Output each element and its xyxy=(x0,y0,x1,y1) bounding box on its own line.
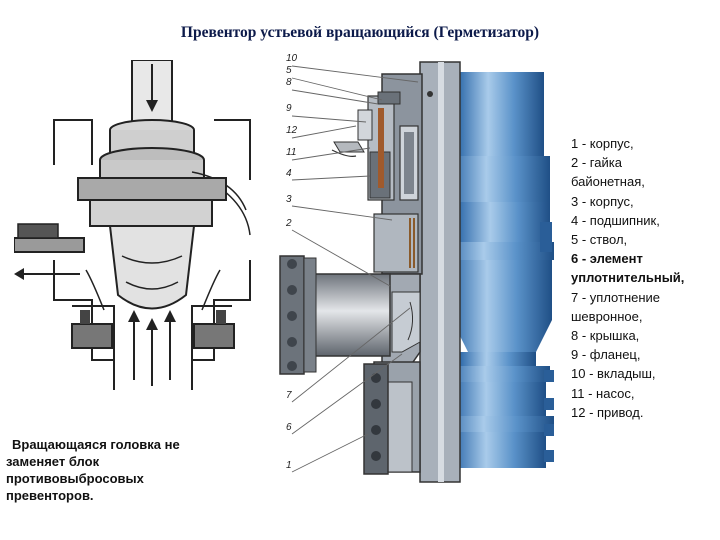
legend-item: уплотнительный, xyxy=(571,270,685,286)
preventer-cross-section xyxy=(279,61,554,483)
page-title: Превентор устьевой вращающийся (Герметиз… xyxy=(180,24,540,41)
legend-item: 2 - гайка xyxy=(571,155,622,171)
legend-item: 6 - элемент xyxy=(571,251,643,267)
note-line-3: противовыбросовых xyxy=(6,471,144,486)
callout-12: 12 xyxy=(286,125,298,136)
legend-item: байонетная, xyxy=(571,174,645,190)
legend-item: 10 - вкладыш, xyxy=(571,366,656,382)
rotating-head-drawing xyxy=(14,60,251,390)
legend-item: 5 - ствол, xyxy=(571,232,628,248)
legend-item: 8 - крышка, xyxy=(571,328,640,344)
legend-item: 4 - подшипник, xyxy=(571,212,660,228)
parts-legend: 1 - корпус, 2 - гайка байонетная, 3 - ко… xyxy=(571,134,720,422)
legend-item: 1 - корпус, xyxy=(571,136,634,151)
legend-item: 7 - уплотнение xyxy=(571,289,661,305)
legend-item: 3 - корпус, xyxy=(571,193,634,209)
callout-4: 4 xyxy=(286,168,292,179)
note-text: Вращающаяся головка не заменяет блок про… xyxy=(6,436,268,504)
callout-11: 11 xyxy=(286,147,297,158)
legend-item: 12 - привод. xyxy=(571,404,644,420)
callout-6: 6 xyxy=(286,422,292,433)
legend-item: шевронное, xyxy=(571,308,643,324)
callout-10: 10 xyxy=(286,53,298,64)
legend-item: 9 - фланец, xyxy=(571,347,641,363)
callout-8: 8 xyxy=(286,77,292,88)
note-line-1: Вращающаяся головка не xyxy=(12,437,180,452)
note-line-4: превенторов. xyxy=(6,488,94,503)
callout-7: 7 xyxy=(286,390,292,401)
callout-1: 1 xyxy=(286,460,292,471)
callout-2: 2 xyxy=(286,218,292,229)
note-line-2: заменяет блок xyxy=(6,454,100,469)
callout-3: 3 xyxy=(286,194,292,205)
legend-item: 11 - насос, xyxy=(571,385,635,401)
callout-5: 5 xyxy=(286,65,292,76)
callout-9: 9 xyxy=(286,103,292,114)
